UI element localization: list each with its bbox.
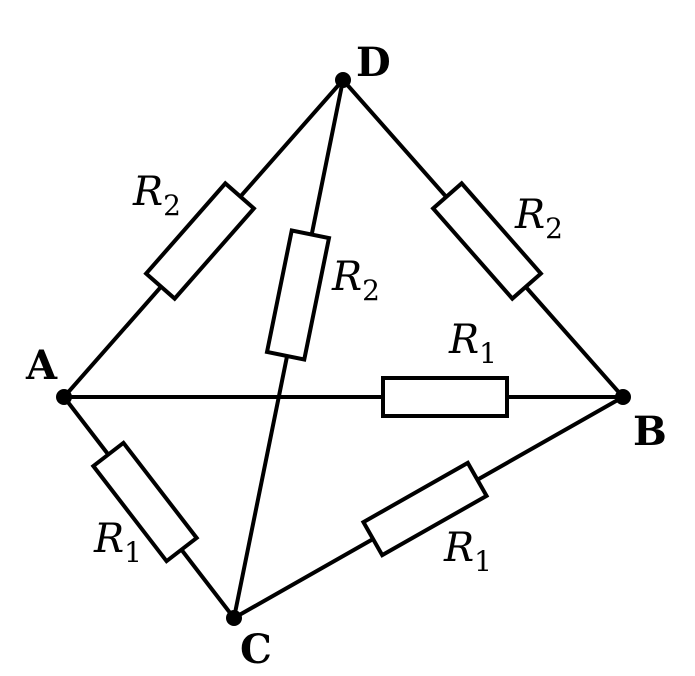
resistors	[90, 180, 544, 564]
resistor-a-d	[143, 180, 257, 302]
resistor-label-a-c: R1	[93, 516, 142, 569]
node-labels: A B C D	[25, 39, 667, 673]
resistor-symbol: R	[331, 254, 362, 300]
resistor-symbol: R	[443, 525, 474, 571]
resistor-a-c	[90, 440, 200, 564]
resistor-labels: R2 R2 R2 R1 R1 R1	[93, 169, 563, 578]
nodes	[56, 72, 631, 626]
resistor-label-a-b: R1	[448, 317, 497, 370]
resistor-symbol: R	[514, 192, 545, 238]
resistor-label-a-d: R2	[132, 169, 181, 222]
resistor-label-c-b: R1	[443, 525, 492, 578]
node-label-b: B	[633, 408, 667, 455]
node-dot-d	[335, 72, 351, 88]
resistor-label-d-b: R2	[514, 192, 563, 245]
resistor-subscript: 1	[124, 536, 142, 569]
resistor-symbol: R	[448, 317, 479, 363]
resistor-subscript: 2	[545, 212, 563, 245]
node-dot-b	[615, 389, 631, 405]
node-dot-a	[56, 389, 72, 405]
resistor-a-b	[381, 376, 509, 418]
resistor-subscript: 1	[479, 337, 497, 370]
resistor-subscript: 1	[474, 545, 492, 578]
resistor-c-d	[264, 228, 332, 362]
resistor-symbol: R	[93, 516, 124, 562]
node-label-c: C	[240, 626, 272, 673]
resistor-label-c-d: R2	[331, 254, 380, 307]
resistor-subscript: 2	[362, 274, 380, 307]
resistor-c-b	[360, 460, 490, 558]
node-label-a: A	[25, 342, 58, 389]
resistor-subscript: 2	[163, 189, 181, 222]
node-dot-c	[226, 610, 242, 626]
node-label-d: D	[356, 39, 391, 86]
resistor-symbol: R	[132, 169, 163, 215]
resistor-d-b	[430, 180, 544, 302]
